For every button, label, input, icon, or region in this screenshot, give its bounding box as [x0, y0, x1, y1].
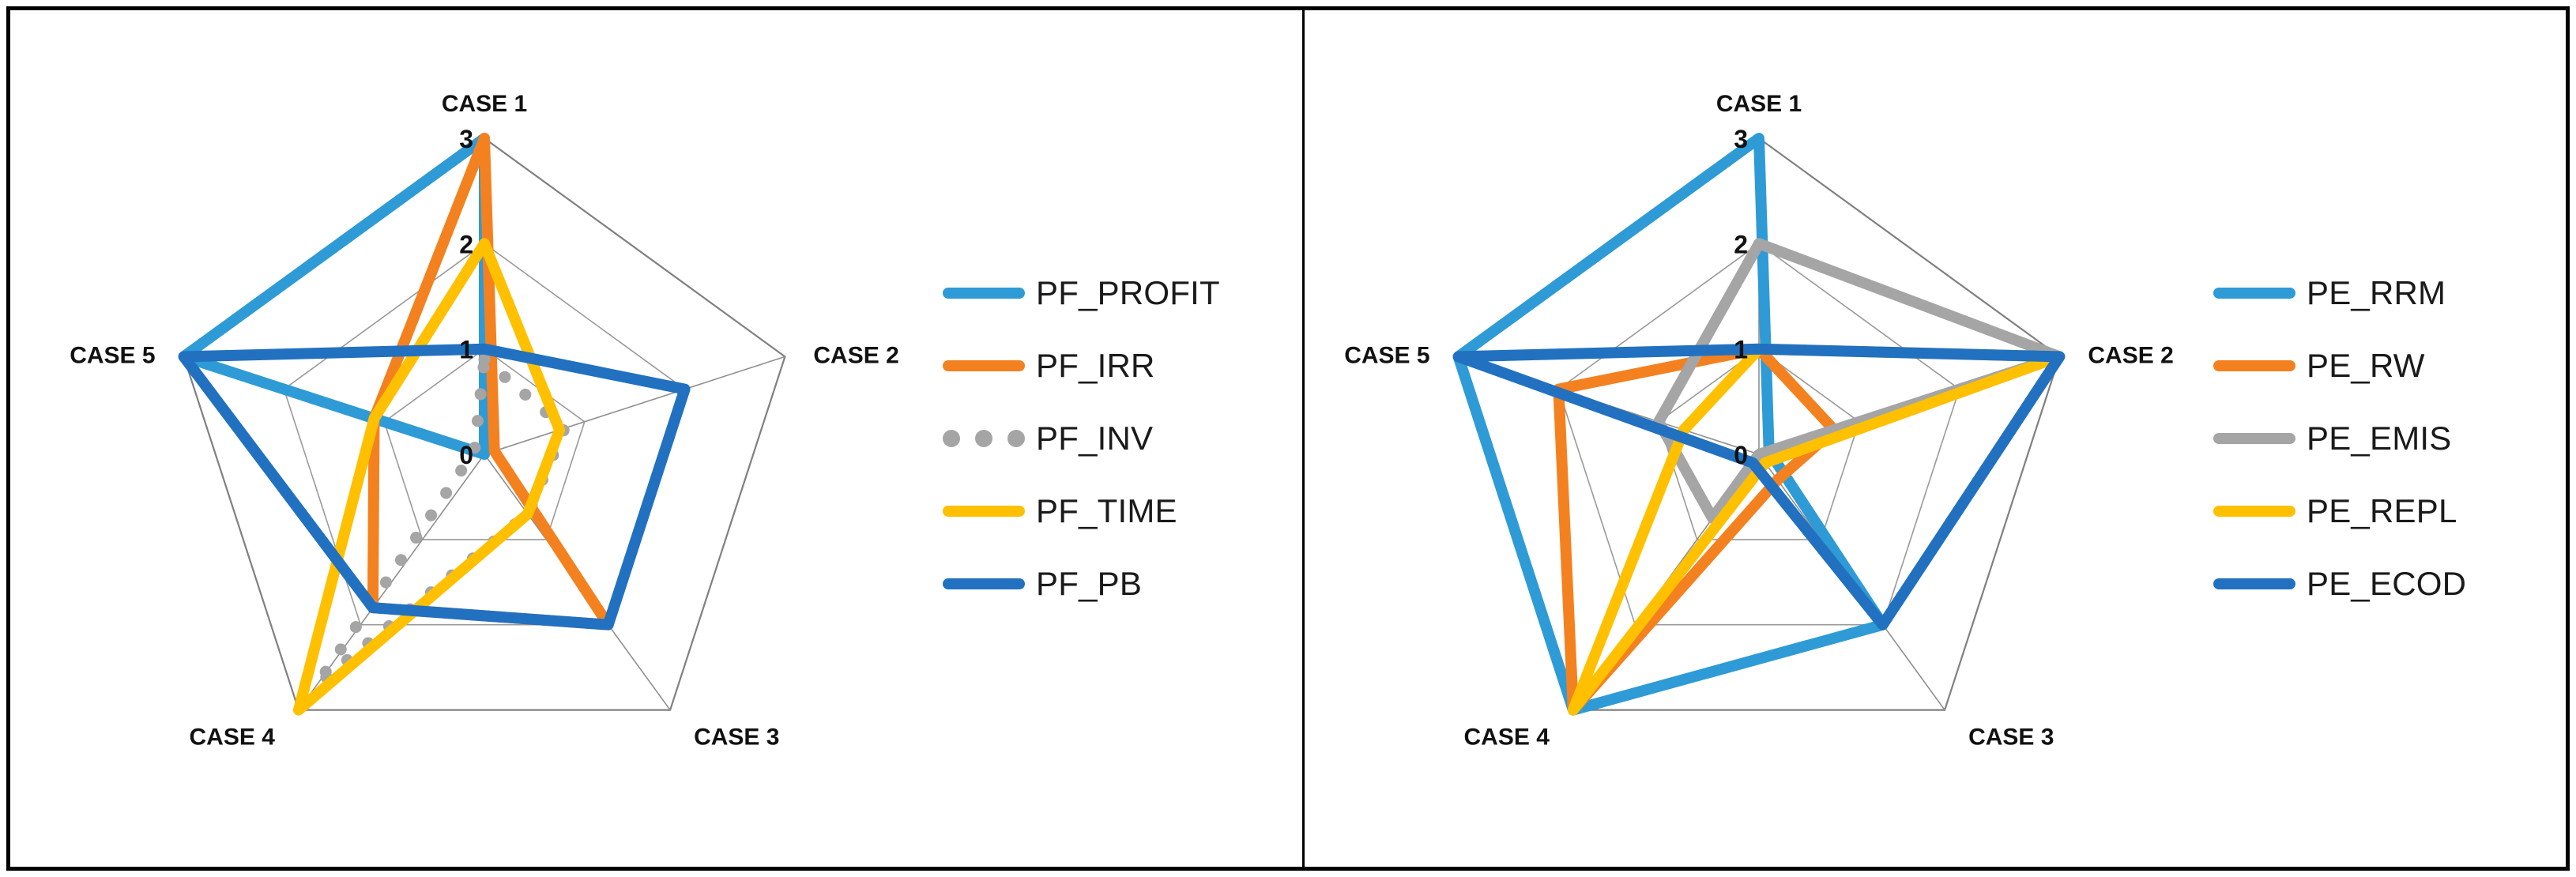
legend-item[interactable]: PE_RRM — [2213, 257, 2466, 329]
legend-line-swatch — [943, 506, 1025, 517]
legend-line-swatch — [2213, 433, 2295, 444]
panel-profitability: CASE 1 CASE 2 CASE 3 CASE 4 CASE 5 0 1 2 3 PF_PR… — [10, 10, 1305, 867]
radar-tick-label: 2 — [459, 230, 473, 258]
legend-item[interactable]: PF_PROFIT — [943, 257, 1220, 329]
radar-category-label: CASE 3 — [1968, 725, 2054, 751]
radar-series-pe_emis — [1653, 238, 2066, 524]
radar-svg-profitability: CASE 1 CASE 2 CASE 3 CASE 4 CASE 5 0 1 2 3 — [70, 91, 899, 751]
radar-series-pf_time — [292, 238, 566, 716]
radar-series-pe_ecod — [1452, 343, 2066, 630]
radar-tick-label: 1 — [1734, 336, 1748, 364]
legend-line-swatch — [2213, 288, 2295, 299]
legend-item-label: PF_PROFIT — [1036, 274, 1220, 311]
radar-category-label: CASE 4 — [1464, 725, 1550, 751]
radar-svg-environmental: CASE 1 CASE 2 CASE 3 CASE 4 CASE 5 0 1 2 3 — [1344, 91, 2174, 751]
radar-tick-label: 0 — [1734, 441, 1748, 469]
legend-line-swatch — [943, 578, 1025, 589]
legend-item-label: PF_INV — [1036, 420, 1154, 457]
figure-frame: CASE 1 CASE 2 CASE 3 CASE 4 CASE 5 0 1 2 3 PF_PR… — [6, 6, 2570, 871]
legend-profitability: PF_PROFIT PF_IRR PF_INV PF_TIME PF_PB — [943, 257, 1220, 620]
radar-category-label: CASE 2 — [2088, 342, 2173, 368]
radar-category-label: CASE 1 — [1716, 91, 1802, 117]
legend-item-label: PF_TIME — [1036, 492, 1177, 529]
legend-item-label: PF_PB — [1036, 565, 1143, 602]
panel-environmental: CASE 1 CASE 2 CASE 3 CASE 4 CASE 5 0 1 2 3 PE_RR… — [1305, 10, 2566, 867]
radar-chart-profitability: CASE 1 CASE 2 CASE 3 CASE 4 CASE 5 0 1 2 3 — [10, 12, 943, 865]
legend-item[interactable]: PF_TIME — [943, 475, 1220, 548]
radar-series-pe_rw — [1553, 343, 1840, 716]
radar-grid-ring — [1658, 348, 1860, 540]
radar-tick-label: 3 — [1734, 125, 1748, 153]
legend-line-swatch — [943, 288, 1025, 299]
radar-chart-environmental: CASE 1 CASE 2 CASE 3 CASE 4 CASE 5 0 1 2 3 — [1305, 12, 2213, 865]
radar-category-label: CASE 5 — [1344, 342, 1429, 368]
radar-axis-spoke — [484, 356, 785, 455]
radar-category-label: CASE 4 — [190, 725, 276, 751]
legend-item[interactable]: PF_IRR — [943, 329, 1220, 402]
legend-item-label: PE_ECOD — [2307, 565, 2467, 602]
legend-item-label: PE_RW — [2307, 347, 2425, 384]
legend-environmental: PE_RRM PE_RW PE_EMIS PE_REPL PE_ECOD — [2213, 257, 2466, 620]
radar-category-label: CASE 1 — [442, 91, 527, 117]
legend-item[interactable]: PE_RW — [2213, 329, 2466, 402]
legend-line-swatch — [943, 360, 1025, 371]
legend-item[interactable]: PE_ECOD — [2213, 548, 2466, 620]
legend-item[interactable]: PF_INV — [943, 402, 1220, 475]
legend-item-label: PF_IRR — [1036, 347, 1155, 384]
legend-item-label: PE_EMIS — [2307, 420, 2452, 457]
radar-tick-label: 3 — [459, 125, 473, 153]
radar-tick-label: 1 — [459, 336, 473, 364]
legend-item-label: PE_RRM — [2307, 274, 2446, 311]
radar-tick-label: 2 — [1734, 230, 1748, 258]
legend-item-label: PE_REPL — [2307, 492, 2457, 529]
legend-dotted-swatch — [943, 430, 1025, 447]
legend-item[interactable]: PE_EMIS — [2213, 402, 2466, 475]
radar-grid-ring — [1557, 243, 1960, 626]
radar-series-pf_pb — [178, 343, 691, 630]
legend-item[interactable]: PF_PB — [943, 548, 1220, 620]
radar-series-pe_rrm — [1452, 133, 1889, 716]
legend-line-swatch — [2213, 578, 2295, 589]
radar-category-label: CASE 3 — [694, 725, 779, 751]
radar-tick-label: 0 — [459, 441, 473, 469]
radar-category-label: CASE 5 — [70, 342, 155, 368]
legend-line-swatch — [2213, 360, 2295, 371]
legend-line-swatch — [2213, 506, 2295, 517]
legend-item[interactable]: PE_REPL — [2213, 475, 2466, 548]
radar-category-label: CASE 2 — [813, 342, 898, 368]
radar-grid-ring — [383, 348, 586, 540]
radar-grid-ring — [283, 243, 686, 626]
radar-series-pf_profit — [178, 133, 490, 460]
